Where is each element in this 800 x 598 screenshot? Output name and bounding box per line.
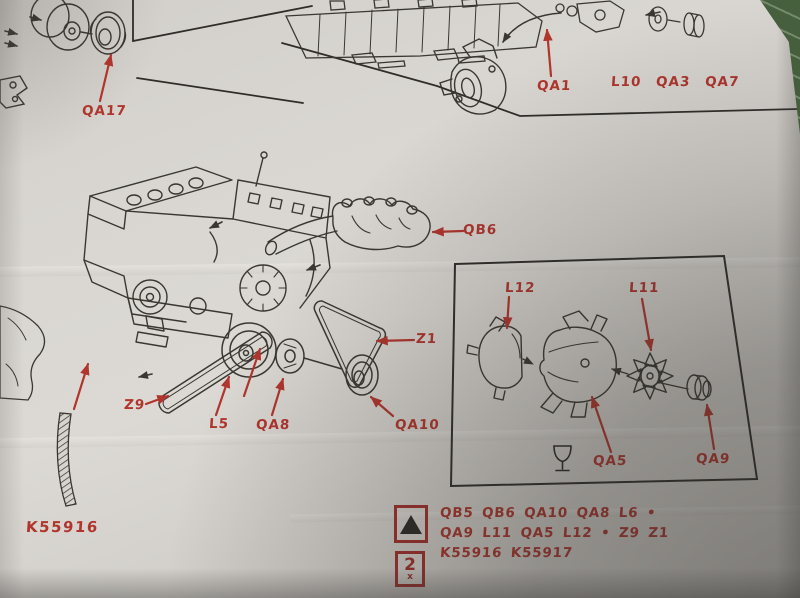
part-label-z1: Z1: [415, 331, 438, 347]
red-callout-arrows: [72, 28, 716, 454]
part-label-qb6: QB6: [462, 222, 498, 238]
part-label-qa10: QA10: [394, 417, 441, 433]
edge-part-drawing: [0, 305, 46, 401]
quantity-symbol: 2 x: [395, 551, 425, 587]
part-label-z9: Z9: [123, 397, 146, 413]
part-label-qa9: QA9: [695, 451, 731, 467]
wine-glass-icon: [553, 445, 572, 472]
engine-assembly-drawing: [83, 151, 331, 348]
hose-part-drawing: [56, 412, 77, 507]
engine-block-top-drawing: [284, 0, 705, 69]
part-label-qa17: QA17: [81, 103, 128, 119]
parts-summary-line-1: QB5 QB6 QA10 QA8 L6 •: [439, 505, 657, 521]
pulley-parts-drawing: [0, 0, 127, 109]
part-label-l11: L11: [628, 280, 660, 296]
parts-summary-line-3: K55916 K55917: [439, 545, 574, 561]
part-label-l12: L12: [504, 280, 536, 296]
part-label-qa8: QA8: [255, 417, 291, 433]
quantity-suffix: x: [407, 571, 413, 582]
belt-pulley-drawing: [158, 300, 387, 414]
triangle-icon: [400, 514, 422, 534]
part-label-l5: L5: [208, 416, 230, 432]
distributor-inset-drawing: [466, 310, 712, 418]
panel-borders: [132, 0, 799, 488]
part-label-l10-qa3-qa7: L10 QA3 QA7: [610, 74, 740, 90]
assembly-triangle-symbol: [394, 505, 428, 543]
part-label-k55916: K55916: [25, 518, 100, 536]
exhaust-manifold-drawing: [264, 196, 431, 256]
part-label-qa5: QA5: [592, 453, 628, 469]
parts-summary-line-2: QA9 L11 QA5 L12 • Z9 Z1: [439, 525, 670, 541]
quantity-value: 2: [404, 554, 416, 575]
black-arrows: [4, 9, 661, 379]
part-label-qa1: QA1: [536, 78, 572, 94]
